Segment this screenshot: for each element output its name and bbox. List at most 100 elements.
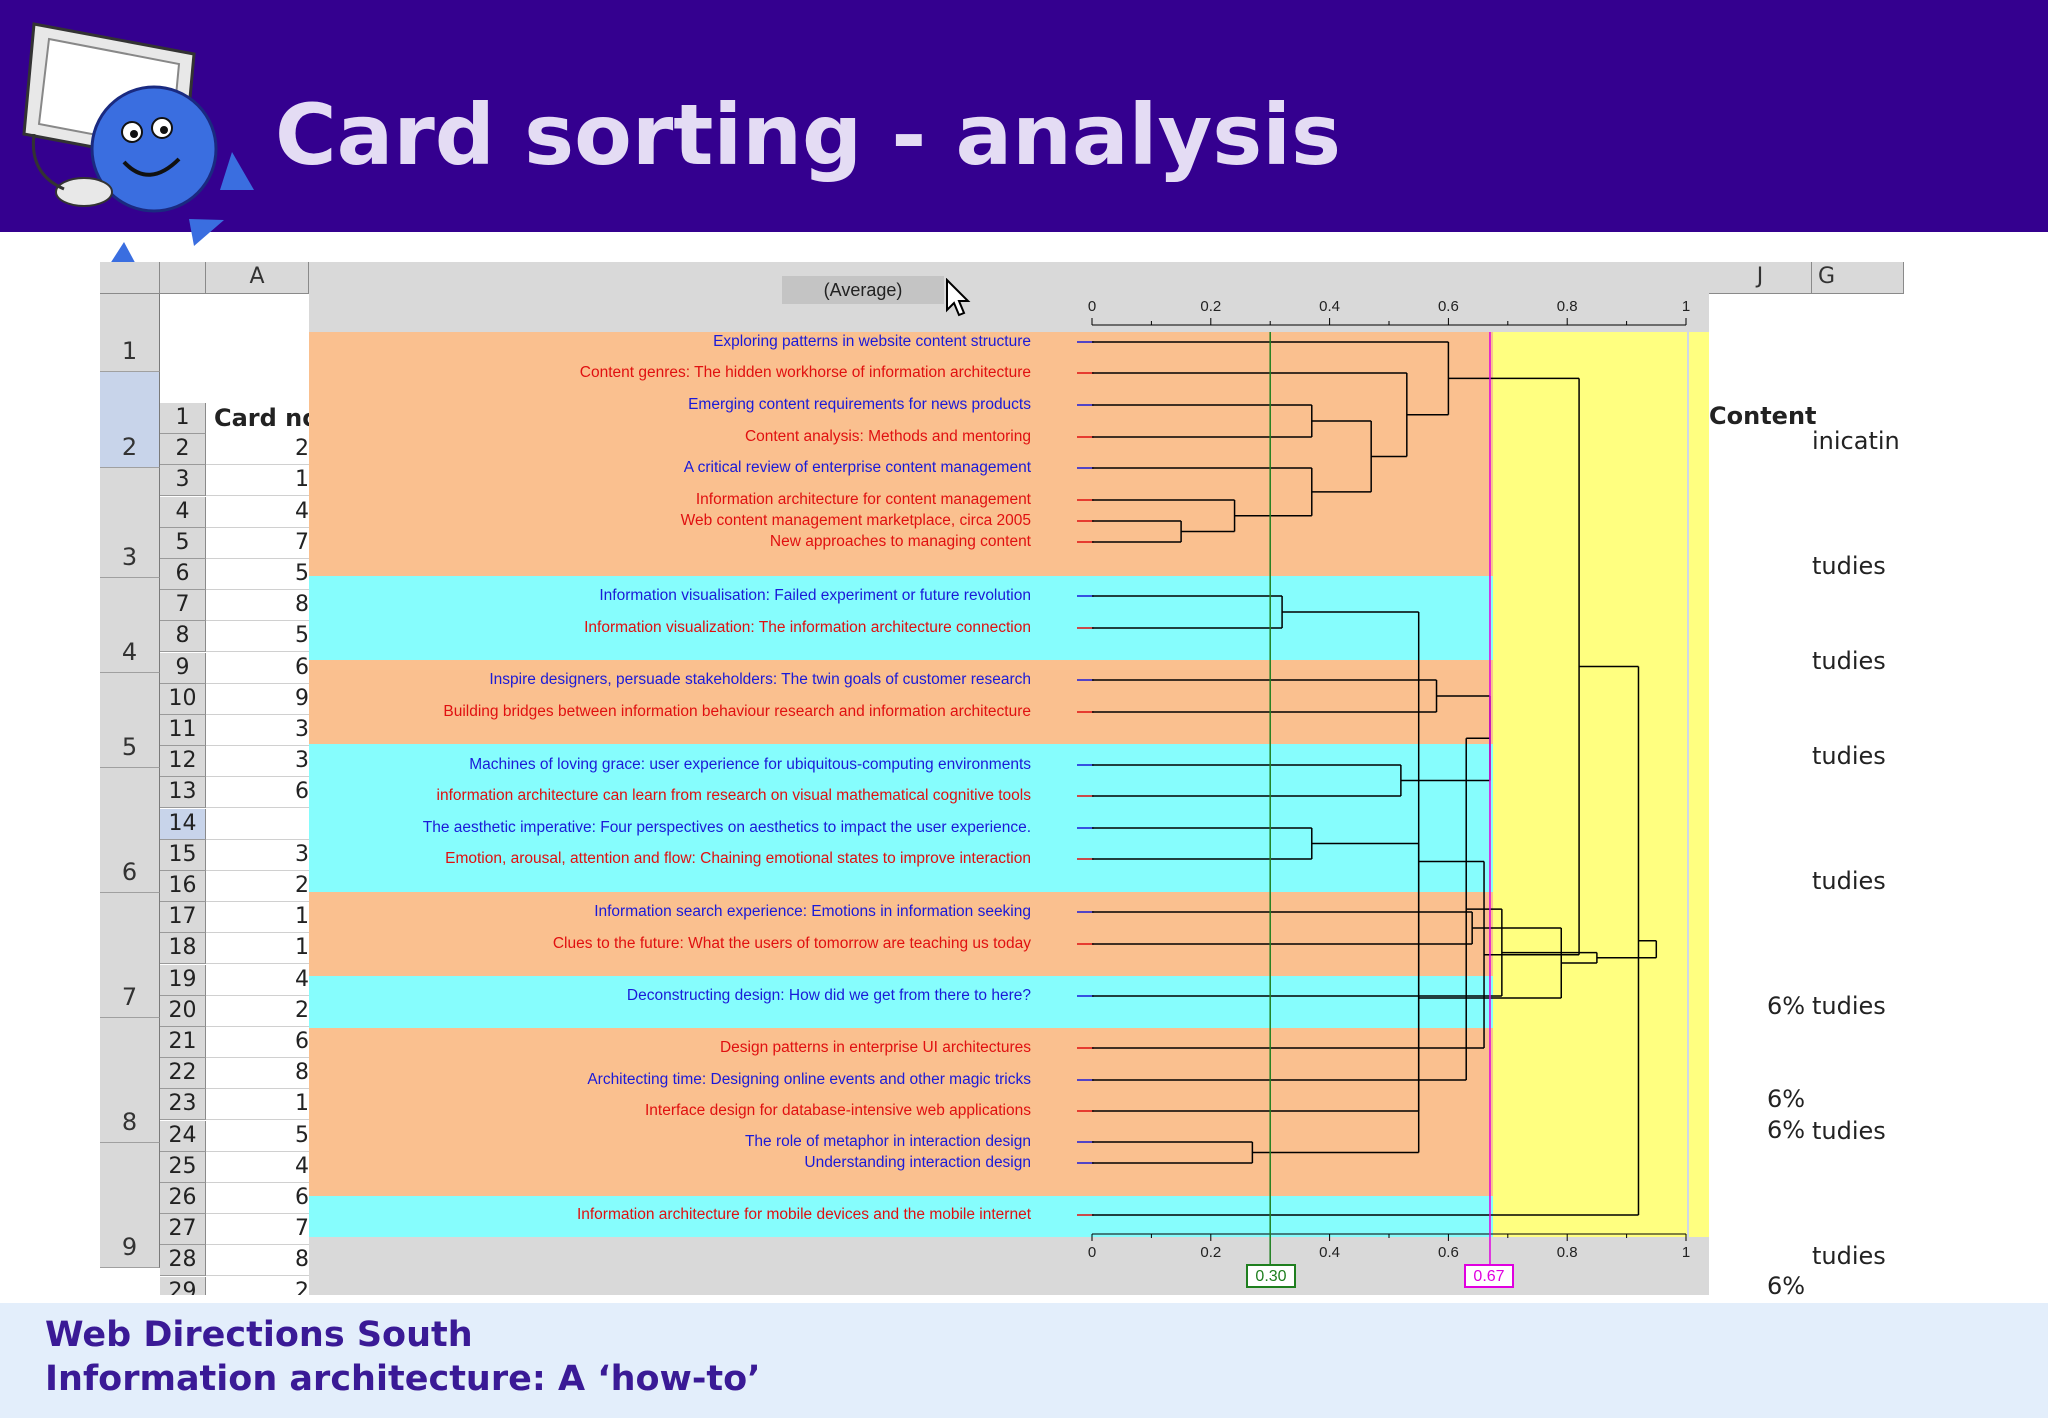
outer-row-header[interactable]: 4 (100, 578, 160, 673)
inner-row-header[interactable]: 1 (160, 403, 206, 434)
axis-tick-label: 1 (1681, 298, 1691, 315)
card-label: Web content management marketplace, circ… (680, 512, 1031, 529)
inner-row-header[interactable]: 23 (160, 1089, 206, 1121)
outer-row-header[interactable]: 8 (100, 1018, 160, 1143)
outer-row-number: 5 (121, 733, 138, 761)
column-header-a[interactable]: A (206, 262, 309, 294)
card-label: Exploring patterns in website content st… (713, 333, 1031, 350)
dendrogram-window: Exploring patterns in website content st… (309, 262, 1709, 1295)
card-no-cell[interactable]: 1 (206, 1089, 309, 1121)
inner-row-header[interactable]: 19 (160, 964, 206, 996)
inner-row-header[interactable]: 16 (160, 871, 206, 902)
card-no-cell[interactable]: 9 (206, 684, 309, 715)
outer-row-header[interactable]: 9 (100, 1143, 160, 1268)
inner-row-header[interactable]: 25 (160, 1151, 206, 1183)
inner-row-header[interactable]: 2 (160, 434, 206, 466)
linkage-dropdown[interactable]: (Average) (782, 276, 944, 304)
inner-row-header[interactable]: 18 (160, 933, 206, 965)
outer-row-header[interactable]: 5 (100, 673, 160, 768)
card-label: Information visualization: The informati… (584, 619, 1031, 636)
card-no-cell[interactable]: 2 (206, 996, 309, 1027)
card-no-cell[interactable]: 2 (206, 1277, 309, 1295)
threshold-low-label[interactable]: 0.30 (1246, 1264, 1296, 1288)
footer-event: Web Directions South (45, 1315, 473, 1355)
above-threshold-zone (1493, 332, 1709, 1237)
card-no-cell[interactable]: 3 (206, 715, 309, 746)
inner-row-header[interactable]: 7 (160, 590, 206, 622)
outer-row-header[interactable]: 7 (100, 893, 160, 1018)
inner-row-header[interactable]: 13 (160, 777, 206, 809)
inner-row-header[interactable]: 21 (160, 1027, 206, 1058)
card-label: Content analysis: Methods and mentoring (744, 428, 1031, 445)
inner-row-header[interactable]: 12 (160, 746, 206, 778)
card-no-cell[interactable]: 8 (206, 1245, 309, 1277)
inner-row-header[interactable]: 4 (160, 496, 206, 528)
outer-row-number: 6 (121, 858, 138, 886)
inner-row-header[interactable]: 8 (160, 621, 206, 653)
outer-row-header[interactable]: 1 (100, 294, 160, 372)
axis-tick-label: 0.4 (1319, 298, 1341, 315)
card-label: The role of metaphor in interaction desi… (744, 1133, 1031, 1150)
card-no-cell[interactable]: 1 (206, 902, 309, 934)
content-header: Content (1709, 402, 1817, 430)
card-label: Deconstructing design: How did we get fr… (626, 987, 1031, 1004)
card-no-cell[interactable]: 3 (206, 840, 309, 871)
cluster-band (309, 1196, 1493, 1237)
card-label: Design patterns in enterprise UI archite… (719, 1039, 1031, 1056)
card-no-cell[interactable]: 2 (206, 871, 309, 902)
card-label: Information architecture for mobile devi… (576, 1206, 1031, 1223)
axis-tick-label: 0.2 (1200, 1244, 1222, 1261)
inner-row-header[interactable]: 9 (160, 652, 206, 684)
inner-row-header[interactable]: 22 (160, 1058, 206, 1090)
inner-row-header[interactable]: 20 (160, 995, 206, 1027)
slide-footer: Web Directions South Information archite… (0, 1303, 2048, 1418)
inner-row-header[interactable]: 17 (160, 902, 206, 934)
axis-tick-label: 0.2 (1200, 298, 1222, 315)
inner-row-header[interactable]: 15 (160, 839, 206, 871)
outer-row-header[interactable]: 3 (100, 468, 160, 578)
card-no-cell[interactable]: 4 (206, 497, 309, 528)
inner-row-header[interactable]: 10 (160, 683, 206, 715)
column-header-j[interactable]: J (1709, 262, 1812, 294)
card-label: Machines of loving grace: user experienc… (469, 756, 1031, 773)
card-no-cell[interactable]: 2 (206, 434, 309, 466)
outer-row-header[interactable]: 2 (100, 372, 160, 468)
card-label: Information search experience: Emotions … (594, 903, 1031, 920)
card-no-cell[interactable]: 5 (206, 559, 309, 590)
inner-row-header[interactable]: 3 (160, 465, 206, 497)
card-no-cell[interactable]: 1 (206, 465, 309, 497)
inner-row-header[interactable]: 26 (160, 1183, 206, 1214)
card-no-cell[interactable]: 5 (206, 1121, 309, 1152)
threshold-high-label[interactable]: 0.67 (1464, 1264, 1514, 1288)
card-no-cell[interactable]: 4 (206, 965, 309, 996)
inner-row-header[interactable]: 14 (160, 808, 206, 840)
outer-row-header[interactable]: 6 (100, 768, 160, 893)
inner-row-header[interactable]: 5 (160, 527, 206, 559)
card-no-cell[interactable]: 7 (206, 528, 309, 559)
card-label: New approaches to managing content (769, 533, 1031, 550)
axis-tick-label: 0.6 (1437, 298, 1459, 315)
card-no-cell[interactable]: 6 (206, 777, 309, 809)
card-no-cell[interactable]: 3 (206, 746, 309, 778)
axis-tick-label: 0.4 (1319, 1244, 1341, 1261)
inner-row-header[interactable]: 6 (160, 559, 206, 590)
card-no-cell[interactable]: 5 (206, 621, 309, 653)
inner-row-header[interactable]: 29 (160, 1276, 206, 1295)
inner-row-header[interactable]: 28 (160, 1245, 206, 1277)
inner-row-header[interactable]: 24 (160, 1120, 206, 1152)
column-header-g[interactable]: G (1812, 262, 1904, 294)
card-no-cell[interactable]: 7 (206, 1214, 309, 1246)
card-no-cell[interactable]: 4 (206, 1152, 309, 1183)
content-value: 6% (1767, 1116, 1806, 1144)
inner-row-header[interactable]: 27 (160, 1214, 206, 1246)
outer-row-number: 2 (121, 433, 138, 461)
card-no-cell[interactable]: 6 (206, 1027, 309, 1058)
card-no-cell[interactable]: 6 (206, 653, 309, 684)
card-no-cell[interactable] (206, 809, 309, 840)
card-no-cell[interactable]: 8 (206, 1058, 309, 1090)
card-no-cell[interactable]: 6 (206, 1183, 309, 1214)
card-label: The aesthetic imperative: Four perspecti… (422, 819, 1031, 836)
card-no-cell[interactable]: 1 (206, 933, 309, 965)
inner-row-header[interactable]: 11 (160, 715, 206, 746)
card-no-cell[interactable]: 8 (206, 590, 309, 622)
